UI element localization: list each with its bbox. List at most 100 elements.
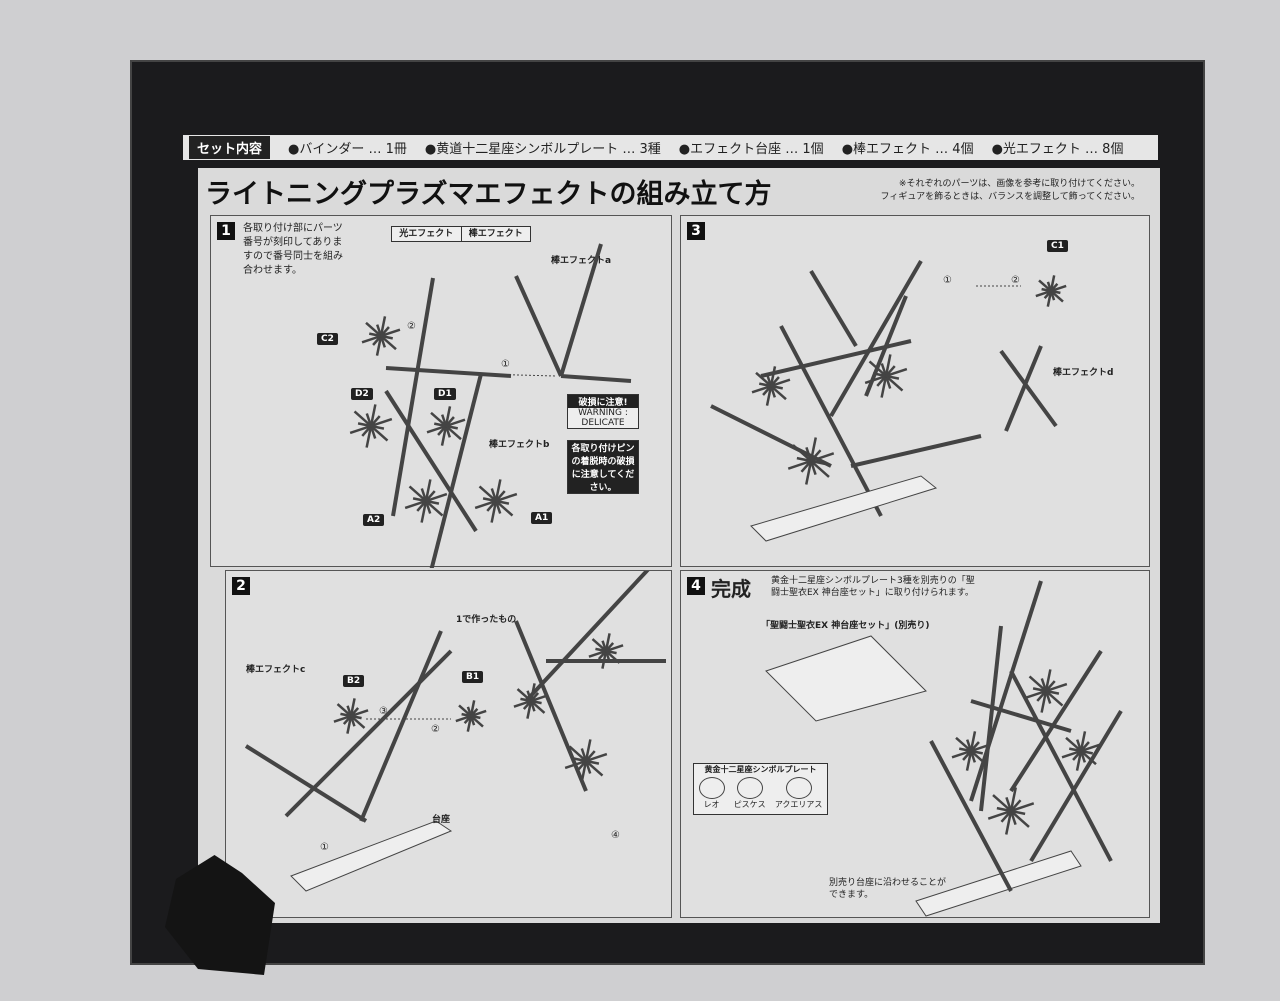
- rod-effect: [970, 699, 1072, 733]
- pin-note: 各取り付けピンの着脱時の破損に注意してください。: [567, 440, 639, 494]
- rod-a-label: 棒エフェクトa: [551, 256, 612, 266]
- burst-spike: [1065, 736, 1082, 752]
- light-effect-burst: [987, 787, 1035, 835]
- burst-spike: [585, 752, 608, 763]
- burst-spike: [425, 500, 444, 517]
- burst-spike: [470, 709, 487, 718]
- burst-spike: [1045, 690, 1064, 707]
- step-mark: ②: [407, 321, 416, 332]
- burst-spike: [955, 736, 972, 752]
- burst-spike: [513, 699, 532, 708]
- burst-spike: [588, 649, 607, 658]
- page-title: ライトニングプラズマエフェクトの組み立て方: [205, 179, 772, 210]
- rod-effect: [850, 434, 982, 468]
- light-effect-burst: [1024, 669, 1068, 713]
- burst-spike: [1075, 750, 1083, 771]
- burst-spike: [424, 479, 432, 502]
- burst-spike: [880, 375, 888, 398]
- burst-spike: [1049, 275, 1056, 292]
- burst-spike: [1028, 675, 1047, 692]
- burst-spike: [478, 485, 497, 502]
- step-text: 黄金十二星座シンボルプレート3種を別売りの「聖闘士聖衣EX 神台座セット」に取り…: [771, 576, 975, 598]
- rod-effect: [829, 259, 923, 418]
- step-mark: ③: [379, 706, 388, 717]
- note-line: フィギュアを飾るときは、バランスを調整して飾ってください。: [880, 192, 1140, 202]
- rod-effect: [1029, 709, 1123, 863]
- burst-spike: [755, 371, 772, 387]
- burst-spike: [353, 410, 372, 427]
- burst-spike: [809, 437, 817, 462]
- burst-spike: [380, 328, 401, 338]
- rod-effect: [244, 744, 368, 823]
- burst-spike: [970, 743, 991, 753]
- light-effect-burst: [474, 479, 518, 523]
- burst-spike: [495, 500, 514, 517]
- burst-spike: [1040, 690, 1048, 713]
- rod-effect: [359, 630, 443, 822]
- inset-label: 棒エフェクト: [468, 229, 523, 239]
- light-effect-burst: [349, 404, 393, 448]
- burst-spike: [601, 650, 608, 669]
- burst-spike: [580, 760, 588, 783]
- step-mark: ④: [611, 830, 620, 841]
- burst-spike: [951, 749, 972, 759]
- burst-spike: [375, 335, 383, 356]
- burst-spike: [426, 424, 447, 434]
- burst-spike: [430, 411, 447, 427]
- burst-spike: [380, 335, 397, 351]
- inset-label: 光エフェクト: [392, 227, 462, 241]
- burst-spike: [425, 492, 448, 503]
- step-heading: 完成: [711, 577, 751, 601]
- light-effect-burst: [404, 479, 448, 523]
- step-2-panel: 2 棒エフェクトc B2 B1 1で作ったもの 台座 ③ ② ① ④: [225, 570, 672, 918]
- rod-d-label: 棒エフェクトd: [1053, 368, 1114, 378]
- rod-effect: [1009, 670, 1113, 862]
- symbol-plate-box: 黄金十二星座シンボルプレート レオ ピスケス アクエリアス: [693, 763, 828, 815]
- warning-text: WARNING : DELICATE: [578, 408, 628, 428]
- made-label: 1で作ったもの: [456, 615, 517, 625]
- step-mark: ①: [320, 842, 329, 853]
- warning-box: 破損に注意!WARNING : DELICATE: [567, 394, 639, 429]
- burst-spike: [349, 424, 372, 435]
- rod-c-label: 棒エフェクトc: [246, 665, 306, 675]
- rod-effect: [391, 277, 435, 517]
- part-label: A1: [531, 512, 553, 524]
- rod-effect: [514, 620, 588, 792]
- bottom-note: 別売り台座に沿わせることができます。: [829, 878, 947, 900]
- rod-effect: [384, 389, 478, 533]
- burst-spike: [370, 425, 389, 442]
- burst-spike: [1009, 787, 1017, 812]
- part-label: B1: [462, 671, 484, 683]
- step-number: 2: [232, 577, 250, 595]
- burst-spike: [470, 715, 484, 728]
- base-stand: [290, 820, 453, 892]
- light-effect-burst: [751, 366, 791, 406]
- burst-spike: [1079, 731, 1087, 752]
- burst-spike: [1080, 743, 1101, 753]
- burst-spike: [1044, 669, 1052, 692]
- rod-effect: [999, 349, 1058, 428]
- burst-spike: [530, 700, 546, 714]
- content-item: ●エフェクト台座 … 1個: [678, 142, 824, 157]
- burst-spike: [792, 444, 812, 462]
- pisces-symbol-icon: [736, 777, 763, 799]
- rod-b-label: 棒エフェクトb: [489, 440, 550, 450]
- burst-spike: [1080, 750, 1097, 766]
- step-text: 各取り付け部にパーツ番号が刻印してありますので番号同士を組み合わせます。: [243, 223, 343, 276]
- burst-spike: [361, 334, 382, 344]
- burst-spike: [1024, 689, 1047, 700]
- rod-effect: [779, 325, 883, 517]
- plate-label: ピスケス: [733, 800, 766, 809]
- base-label: 台座: [432, 815, 451, 825]
- rod-effect: [429, 373, 483, 568]
- burst-spike: [370, 417, 393, 428]
- burst-spike: [440, 425, 448, 446]
- set-contents-label: セット内容: [189, 136, 271, 159]
- inset-header: 光エフェクト棒エフェクト: [391, 226, 531, 242]
- burst-spike: [885, 367, 908, 378]
- rod-effect: [1004, 345, 1043, 432]
- burst-spike: [469, 700, 476, 717]
- burst-spike: [969, 731, 977, 752]
- burst-spike: [474, 499, 497, 510]
- burst-spike: [1050, 284, 1067, 293]
